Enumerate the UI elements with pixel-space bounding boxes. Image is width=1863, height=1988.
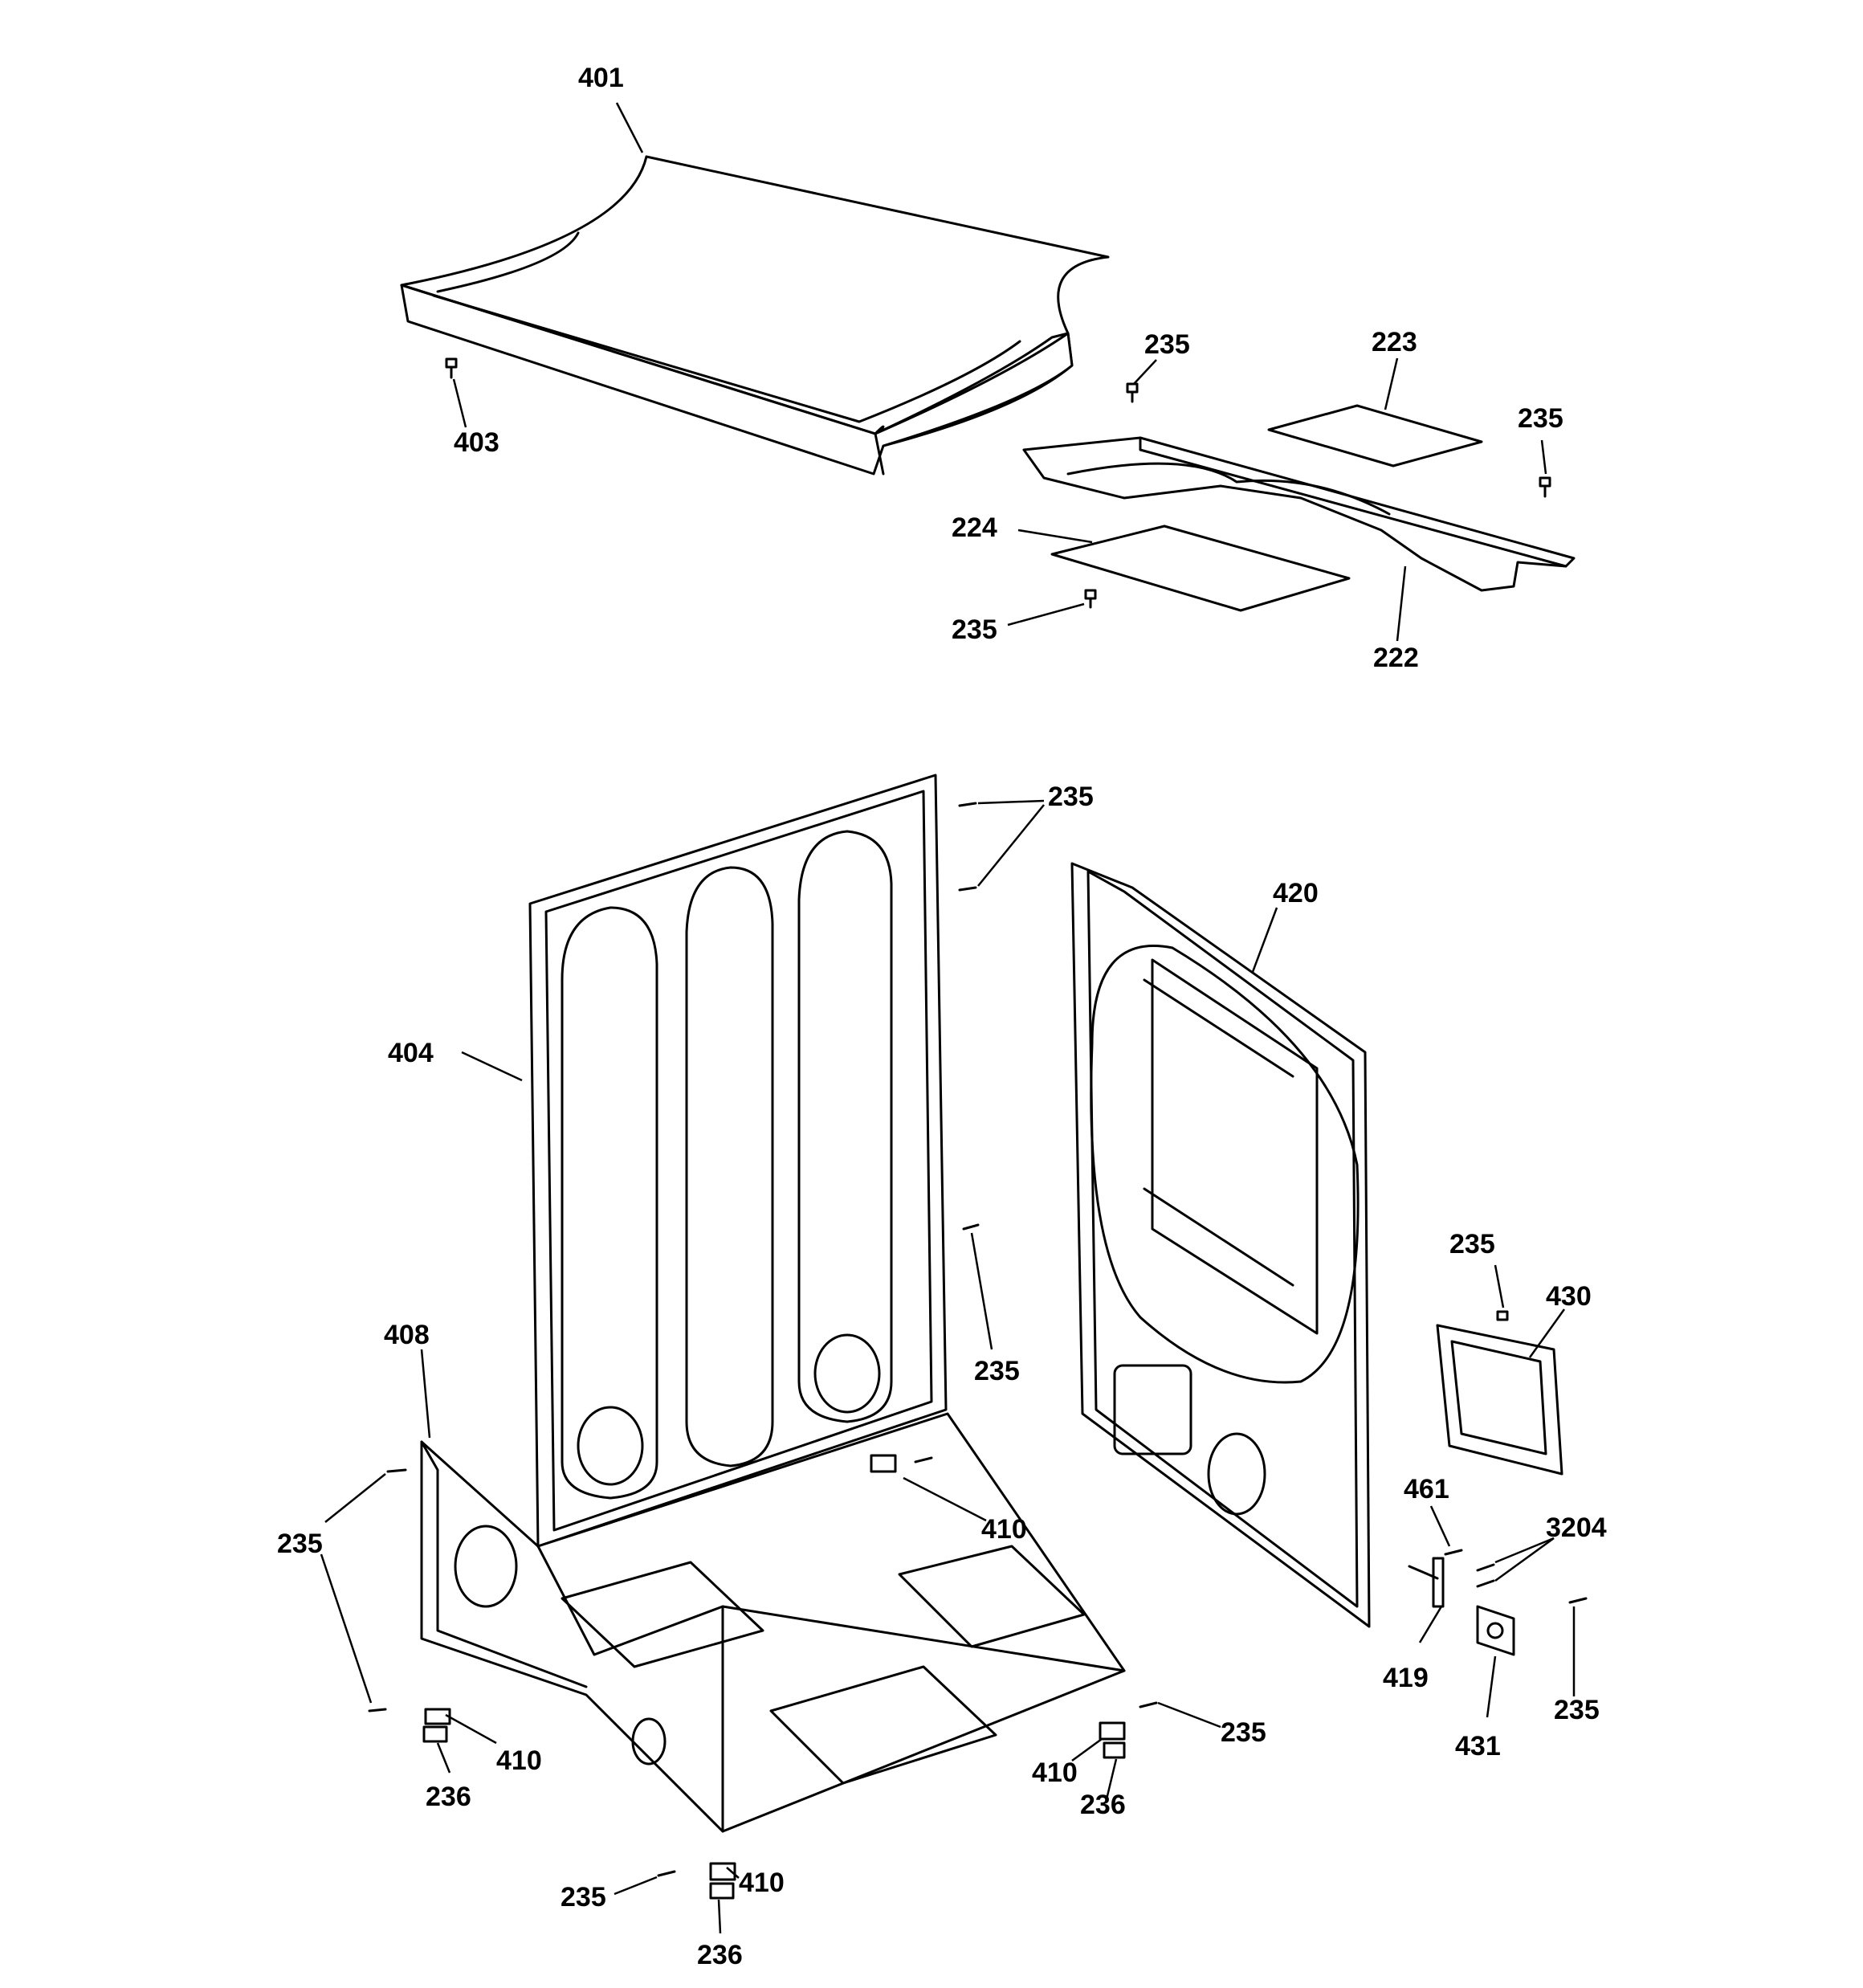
part-419 [1408, 1557, 1445, 1608]
front-panel-420 [1070, 862, 1371, 1628]
callout-235-c: 235 [952, 614, 997, 645]
leader-lines [320, 102, 1576, 1934]
callout-404: 404 [388, 1038, 434, 1068]
callout-430: 430 [1546, 1281, 1592, 1312]
callout-420: 420 [1273, 878, 1319, 908]
callout-223: 223 [1372, 327, 1417, 357]
callout-labels: 401 403 235 223 235 224 235 222 235 420 … [277, 63, 1607, 1970]
rear-panel-404 [528, 774, 948, 1548]
callout-403: 403 [454, 427, 499, 458]
base-408 [420, 1412, 1126, 1833]
bracket-222 [1022, 436, 1576, 592]
callout-235-i: 235 [1554, 1695, 1600, 1725]
panel-223 [1267, 404, 1483, 467]
callout-431: 431 [1455, 1731, 1501, 1761]
screws-3204-461 [1444, 1549, 1588, 1604]
callout-235-b: 235 [1518, 403, 1563, 434]
panel-224 [1050, 525, 1351, 612]
callout-235-h: 235 [1221, 1717, 1266, 1748]
callout-224: 224 [952, 512, 997, 543]
callout-3204: 3204 [1546, 1512, 1607, 1543]
callout-236-c: 236 [697, 1940, 743, 1970]
part-431 [1476, 1605, 1515, 1656]
callout-235-e: 235 [974, 1356, 1020, 1386]
callout-419: 419 [1383, 1663, 1429, 1693]
callout-235-j: 235 [561, 1882, 606, 1912]
callout-235-d: 235 [1048, 782, 1094, 812]
screw-403 [445, 357, 458, 379]
callout-236-b: 236 [1080, 1790, 1126, 1820]
callout-410-c: 410 [1032, 1757, 1078, 1788]
top-panel-401 [400, 155, 1110, 476]
bracket-430 [1436, 1310, 1563, 1476]
callout-235-f: 235 [277, 1529, 323, 1559]
loose-screws [368, 802, 1158, 1877]
callout-401: 401 [578, 63, 624, 93]
callout-236-a: 236 [426, 1782, 471, 1812]
callout-461: 461 [1404, 1474, 1449, 1504]
callout-222: 222 [1373, 643, 1419, 673]
screws-upper-right [1084, 382, 1551, 609]
callout-410-a: 410 [981, 1514, 1027, 1545]
callout-410-d: 410 [739, 1868, 785, 1898]
feet-and-brackets [422, 1454, 1126, 1900]
callout-408: 408 [384, 1320, 430, 1350]
callout-410-b: 410 [496, 1745, 542, 1776]
callout-235-g: 235 [1449, 1229, 1495, 1259]
callout-235-a: 235 [1144, 329, 1190, 360]
